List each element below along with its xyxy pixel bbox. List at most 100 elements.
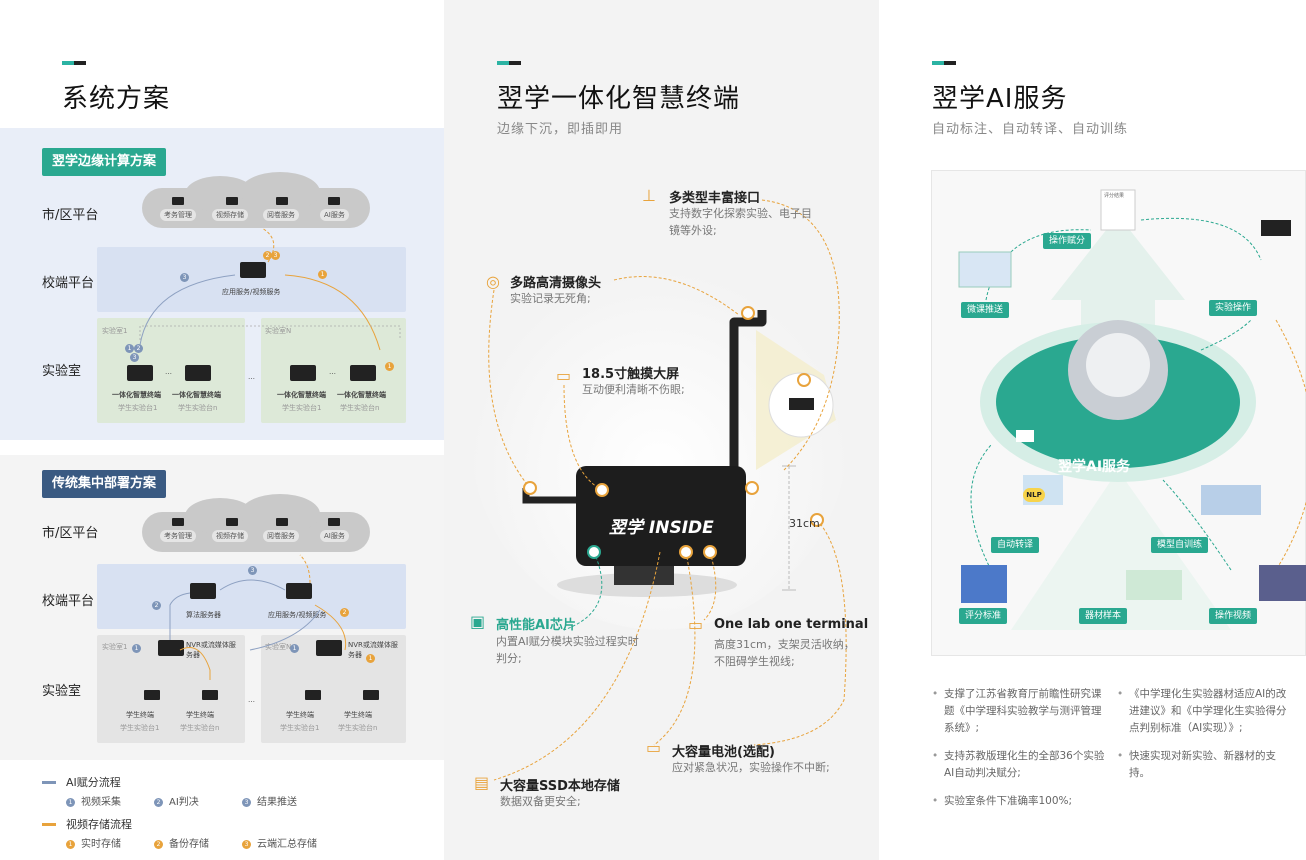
ai-center-label: 翌学AI服务 [1058, 459, 1131, 475]
terminal-illustration [469, 199, 849, 781]
laptop-icon [202, 690, 218, 700]
desk-label: 学生实验台n [178, 404, 218, 412]
level-city: 市/区平台 [42, 526, 99, 541]
legend-step-label: AI判决 [169, 797, 199, 808]
feature-title: 多路高清摄像头 [510, 276, 602, 291]
cloud-service: 视频存储 [212, 530, 248, 542]
laptop-icon [144, 690, 160, 700]
terminal-label: 一体化智慧终端 [112, 391, 161, 399]
step-marker: 1 [290, 644, 299, 653]
edge-flow-arrows [139, 227, 401, 351]
desk-label: 学生实验台n [340, 404, 380, 412]
terminal-icon [290, 365, 316, 381]
feature-desc: 互动便利清晰不伤眼; [582, 383, 685, 396]
nvr-label: NVR或流媒体服务器 [348, 641, 398, 659]
step-marker: 1 [132, 644, 141, 653]
cloud-service: 考务管理 [160, 209, 196, 221]
ellipsis: … [248, 696, 255, 704]
monitor-icon: ▭ [688, 615, 704, 634]
app-service-label: 应用服务/视频服务 [222, 288, 281, 296]
step-marker: 3 [248, 566, 257, 575]
legend-step-label: 实时存储 [81, 839, 121, 850]
title-accent [62, 50, 88, 65]
legend-step-label: 视频采集 [81, 797, 121, 808]
battery-icon: ▭ [646, 738, 662, 757]
desk-label: 学生实验台1 [282, 404, 322, 412]
level-lab: 实验室 [42, 364, 82, 379]
node-experiment: 实验操作 [1209, 300, 1258, 316]
page-subtitle: 自动标注、自动转译、自动训练 [932, 122, 1129, 137]
storage-flow-line [42, 823, 56, 826]
page-title: 翌学一体化智慧终端 [497, 84, 741, 114]
nvr-icon [158, 640, 184, 656]
ai-flow-diagram [958, 189, 1306, 630]
level-school: 校端平台 [42, 276, 95, 291]
central-flow-arrows [169, 554, 347, 680]
algo-server-icon [190, 583, 216, 599]
step-marker: 2 [134, 344, 143, 353]
student-terminal-label: 学生终端 [286, 711, 314, 719]
desk-label: 学生实验台1 [118, 404, 158, 412]
legend-step-label: 云端汇总存储 [257, 839, 317, 850]
central-solution-tag: 传统集中部署方案 [42, 470, 167, 498]
server-device-icon [240, 262, 266, 278]
terminal-column: 翌学一体化智慧终端 边缘下沉，即插即用 [444, 0, 879, 860]
ai-flow-line [42, 781, 56, 784]
labn-label: 实验室N [265, 643, 292, 651]
feature-desc: 内置AI赋分模块实验过程实时判分; [496, 635, 639, 665]
cloud-bump [240, 172, 320, 212]
cloud-service: 阅卷服务 [263, 530, 299, 542]
level-city: 市/区平台 [42, 208, 99, 223]
server-icon [172, 518, 184, 526]
feature-title: 大容量SSD本地存储 [500, 779, 620, 794]
page-subtitle: 边缘下沉，即插即用 [497, 122, 624, 137]
node-scoring-standard: 评分标准 [959, 608, 1008, 624]
page-title: 翌学AI服务 [932, 84, 1068, 114]
terminal-label: 一体化智慧终端 [277, 391, 326, 399]
server-icon [328, 518, 340, 526]
lab1-label: 实验室1 [102, 643, 128, 651]
algo-server-label: 算法服务器 [186, 611, 221, 619]
legend-step-label: 备份存储 [169, 839, 209, 850]
legend-step-label: 结果推送 [257, 797, 297, 808]
desk-label: 学生实验台1 [120, 724, 160, 732]
nvr-label: NVR或流媒体服务器 [186, 641, 236, 659]
ellipsis: … [165, 368, 172, 376]
server-icon [276, 197, 288, 205]
feature-title: One lab one terminal [714, 617, 869, 632]
bullet-item: 支持苏教版理化生的全部36个实验AI自动判决赋分; [932, 748, 1109, 782]
feature-title: 18.5寸触摸大屏 [582, 367, 680, 382]
feature-desc: 应对紧急状况，实验操作不中断; [672, 761, 830, 774]
title-accent [932, 50, 958, 65]
student-terminal-label: 学生终端 [186, 711, 214, 719]
node-score: 操作赋分 [1043, 233, 1092, 249]
lab1-label: 实验室1 [102, 327, 128, 335]
ai-flow-legend: AI赋分流程 [66, 776, 121, 789]
server-icon [172, 197, 184, 205]
interface-icon: ⊥ [642, 186, 656, 205]
node-auto-translate: 自动转译 [991, 537, 1040, 553]
bullet-item: 实验室条件下准确率100%; [932, 793, 1124, 810]
step-marker: 3 [130, 353, 139, 362]
app-server-icon [286, 583, 312, 599]
cloud-service: AI服务 [320, 209, 349, 221]
nvr-icon [316, 640, 342, 656]
desk-label: 学生实验台n [180, 724, 220, 732]
cloud-service: AI服务 [320, 530, 349, 542]
cloud-service: 考务管理 [160, 530, 196, 542]
labn-label: 实验室N [265, 327, 292, 335]
step-marker: 2 [340, 608, 349, 617]
step-marker: 1 [318, 270, 327, 279]
desk-label: 学生实验台n [338, 724, 378, 732]
feature-desc: 支持数字化探索实验、电子目镜等外设; [669, 207, 812, 237]
ssd-icon: ▤ [474, 773, 490, 792]
terminal-label: 一体化智慧终端 [337, 391, 386, 399]
storage-flow-legend: 视频存储流程 [66, 818, 132, 831]
lab-zone-n [261, 318, 406, 423]
terminal-icon [350, 365, 376, 381]
terminal-icon [185, 365, 211, 381]
feature-desc: 数据双备更安全; [500, 795, 581, 808]
